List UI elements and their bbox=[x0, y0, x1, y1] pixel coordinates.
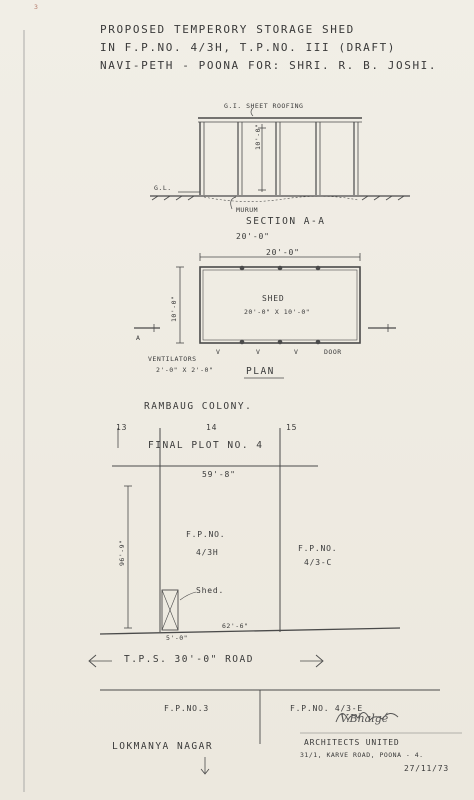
road-label: T.P.S. 30'-0" ROAD bbox=[124, 654, 254, 665]
fp3-label: F.P.NO.3 bbox=[164, 704, 209, 713]
fp3e-label: F.P.NO. 4/3-E bbox=[290, 704, 364, 713]
room-name: SHED bbox=[262, 294, 285, 303]
section-height-dim: 10'-0" bbox=[254, 123, 262, 150]
room-size: 20'-0" X 10'-0" bbox=[244, 308, 311, 316]
section-width-dim: 20'-0" bbox=[236, 232, 270, 241]
door-label: DOOR bbox=[324, 348, 342, 356]
plan-width-dim: 20'-0" bbox=[266, 248, 300, 257]
vent-mark: V bbox=[294, 348, 299, 356]
signature-stroke bbox=[335, 712, 399, 723]
nagar-label: LOKMANYA NAGAR bbox=[112, 741, 214, 752]
signature: V.Bhalgé bbox=[340, 712, 389, 725]
shed-label: Shed. bbox=[196, 586, 225, 595]
site-plan-drawing bbox=[88, 428, 440, 775]
fp-right-number: 4/3-C bbox=[304, 558, 333, 567]
plot-number: 13 bbox=[116, 423, 128, 432]
drawing-date: 27/11/73 bbox=[404, 764, 449, 773]
title-line-2: IN F.P.NO. 4/3H, T.P.NO. III (DRAFT) bbox=[100, 41, 397, 54]
roof-label: G.I. SHEET ROOFING bbox=[224, 102, 304, 110]
ventilators-label: VENTILATORS bbox=[148, 355, 197, 363]
title-line-3: NAVI-PETH - POONA FOR: SHRI. R. B. JOSHI… bbox=[100, 59, 438, 72]
section-title: SECTION A-A bbox=[246, 216, 326, 227]
ground-level-label: G.L. bbox=[154, 184, 172, 192]
sheet-number: 3 bbox=[34, 3, 39, 11]
firm-address: 31/1, KARVE ROAD, POONA - 4. bbox=[300, 751, 424, 759]
fp-right-label: F.P.NO. bbox=[298, 544, 338, 553]
final-plot-label: FINAL PLOT NO. 4 bbox=[148, 440, 264, 451]
vent-mark: V bbox=[256, 348, 261, 356]
plot-number: 15 bbox=[286, 423, 298, 432]
section-drawing bbox=[150, 107, 410, 210]
colony-label: RAMBAUG COLONY. bbox=[144, 401, 253, 412]
plan-title: PLAN bbox=[246, 366, 275, 377]
fp-main-label: F.P.NO. bbox=[186, 530, 226, 539]
bottom-dimension: 62'-6" bbox=[222, 622, 249, 630]
murum-label: MURUM bbox=[236, 206, 259, 214]
side-dimension: 96'-9" bbox=[118, 539, 126, 566]
plot-number: 14 bbox=[206, 423, 218, 432]
top-dimension: 59'-8" bbox=[202, 470, 236, 479]
section-mark-left: A bbox=[136, 334, 141, 342]
firm-name: ARCHITECTS UNITED bbox=[304, 738, 400, 747]
ventilator-size: 2'-0" X 2'-0" bbox=[156, 366, 214, 374]
plan-drawing bbox=[134, 253, 396, 379]
vent-mark: V bbox=[216, 348, 221, 356]
title-line-1: PROPOSED TEMPERORY STORAGE SHED bbox=[100, 23, 355, 36]
setback-dimension: 5'-0" bbox=[166, 634, 189, 642]
plan-depth-dim: 10'-0" bbox=[170, 295, 178, 322]
fp-main-number: 4/3H bbox=[196, 548, 219, 557]
